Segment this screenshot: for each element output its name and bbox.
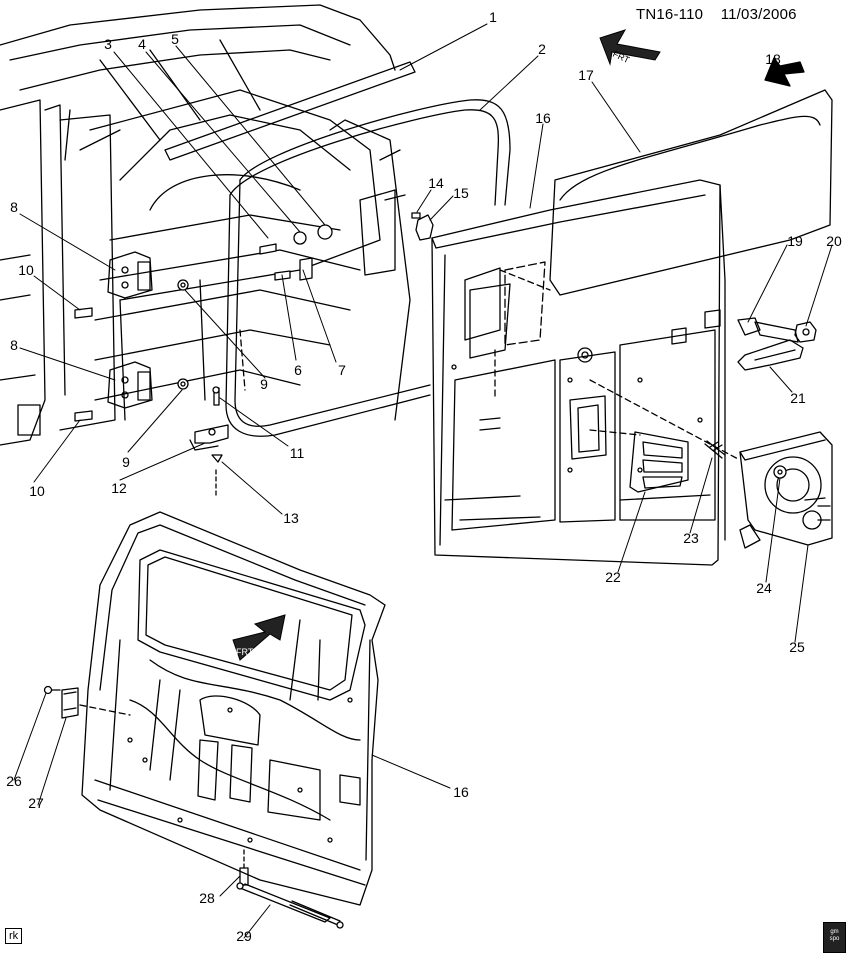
part-21-outside-handle [737, 339, 804, 371]
part-17-window-glass [469, 89, 833, 359]
callout-24: 24 [756, 580, 772, 596]
part-8-hinge-lower [107, 361, 153, 409]
part-8-hinge-upper [107, 251, 153, 299]
part-28-stud [239, 849, 249, 886]
callout-15: 15 [453, 185, 469, 201]
part-19-handle-bezel [737, 317, 799, 343]
part-18-arrow [764, 57, 805, 87]
parts-14-15 [411, 212, 434, 241]
part-1-weatherstrip [164, 61, 416, 161]
callout-9-upper: 9 [260, 376, 268, 392]
callout-28: 28 [199, 890, 215, 906]
callout-8-lower: 8 [10, 337, 18, 353]
callout-3: 3 [104, 36, 112, 52]
part-2-door-weatherstrip [225, 99, 511, 437]
fasteners [74, 224, 333, 422]
part-20-lock-cylinder [794, 321, 817, 343]
part-24-nut [773, 465, 787, 479]
callout-18: 18 [765, 51, 781, 67]
frt-label-door: FRT [236, 647, 254, 657]
callout-29: 29 [236, 928, 252, 944]
callout-11: 11 [289, 445, 305, 461]
logo-text: gm spo [829, 929, 840, 942]
callout-7: 7 [338, 362, 346, 378]
front-direction-arrow-top: FRT [599, 29, 661, 66]
callout-27: 27 [28, 795, 44, 811]
doc-id: TN16-110 [636, 6, 704, 23]
callout-9-lower: 9 [122, 454, 130, 470]
callout-4: 4 [138, 36, 146, 52]
part-12-door-check [189, 386, 229, 496]
gm-spo-logo: gm spo [823, 922, 846, 953]
callout-10-lower: 10 [29, 483, 45, 499]
part-23-stud [704, 440, 726, 459]
callout-14: 14 [428, 175, 444, 191]
callout-8-upper: 8 [10, 199, 18, 215]
callout-2: 2 [538, 41, 546, 57]
dashed-leader-lines [239, 269, 741, 461]
callout-leader-lines [13, 23, 833, 939]
doc-date: 11/03/2006 [720, 6, 797, 23]
part-26-bolt [43, 685, 61, 695]
callout-5: 5 [171, 31, 179, 47]
part-16-door-inner-panel [81, 511, 386, 906]
callout-23: 23 [683, 530, 699, 546]
vehicle-body [0, 4, 411, 446]
front-direction-arrow-door: FRT [232, 614, 286, 661]
header-doc-id: TN16-110 11/03/2006 [636, 6, 797, 23]
callout-17: 17 [578, 67, 594, 83]
callout-6: 6 [294, 362, 302, 378]
corner-label: rk [5, 928, 23, 944]
callout-21: 21 [790, 390, 806, 406]
part-27-door-hinge [61, 687, 79, 719]
callout-25: 25 [789, 639, 805, 655]
callout-26: 26 [6, 773, 22, 789]
part-22-lamp-bezel [629, 431, 689, 493]
callout-12: 12 [111, 480, 127, 496]
part-16-door-outer-panel [431, 179, 726, 566]
callout-19: 19 [787, 233, 803, 249]
callout-16-door: 16 [453, 784, 469, 800]
callout-10-upper: 10 [18, 262, 34, 278]
callout-13: 13 [283, 510, 299, 526]
callout-16-panel: 16 [535, 110, 551, 126]
callout-22: 22 [605, 569, 621, 585]
part-25-spare-tire-carrier [739, 431, 833, 549]
callout-20: 20 [826, 233, 842, 249]
part-29-lift-strut [236, 882, 344, 929]
callout-1: 1 [489, 9, 497, 25]
